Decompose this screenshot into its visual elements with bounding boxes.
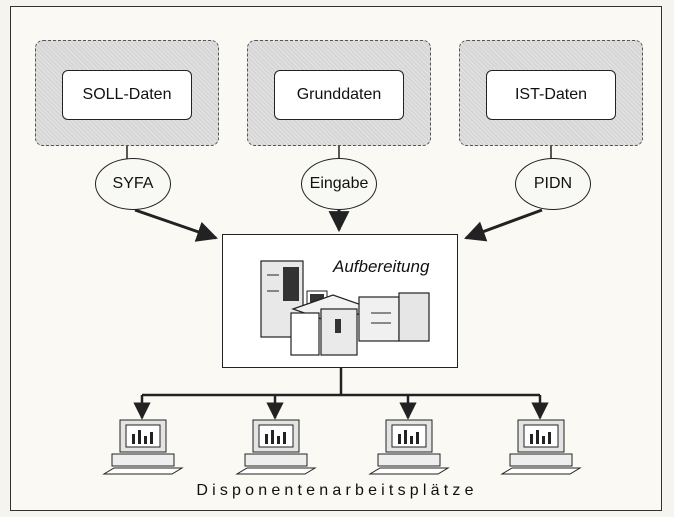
- ist-daten-box: IST-Daten: [486, 70, 616, 120]
- source-box-grund: Grunddaten: [247, 40, 431, 146]
- workstation-icon: [235, 419, 317, 475]
- source-box-ist: IST-Daten: [459, 40, 643, 146]
- syfa-ellipse: SYFA: [95, 158, 171, 210]
- arrow-pidn: [464, 208, 543, 242]
- eingabe-ellipse: Eingabe: [301, 158, 377, 210]
- disponentenarbeitsplaetze-label: Disponentenarbeitsplätze: [196, 482, 478, 499]
- grunddaten-box: Grunddaten: [274, 70, 404, 120]
- workstation-icon: [368, 419, 450, 475]
- soll-daten-box: SOLL-Daten: [62, 70, 192, 120]
- aufbereitung-label: Aufbereitung: [333, 257, 430, 276]
- workstation-icon: [102, 419, 184, 475]
- aufbereitung-box: Aufbereitung: [222, 234, 458, 368]
- arrow-syfa: [134, 208, 218, 242]
- source-box-soll: SOLL-Daten: [35, 40, 219, 146]
- workstation-icon: [500, 419, 582, 475]
- pidn-ellipse: PIDN: [515, 158, 591, 210]
- mainframe-computer-icon: [260, 260, 430, 356]
